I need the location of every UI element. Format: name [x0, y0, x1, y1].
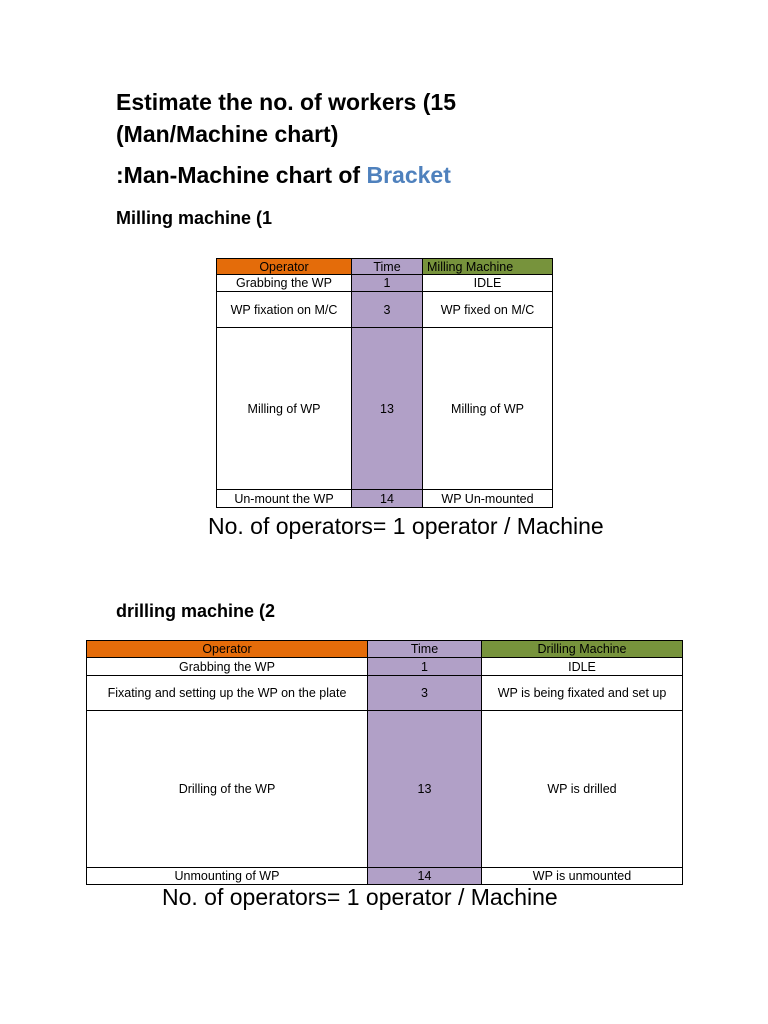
table-row: WP fixation on M/C 3 WP fixed on M/C — [216, 291, 553, 328]
milling-operators-note: No. of operators= 1 operator / Machine — [208, 513, 604, 539]
chart-subtitle: :Man-Machine chart of Bracket — [116, 162, 451, 189]
table-row: Drilling of the WP 13 WP is drilled — [86, 710, 683, 868]
milling-section-title: Milling machine (1 — [116, 208, 273, 228]
time-cell: 1 — [367, 657, 482, 676]
drilling-header-time: Time — [367, 640, 482, 658]
time-cell: 3 — [351, 291, 423, 328]
time-cell: 14 — [351, 489, 423, 508]
milling-header-machine: Milling Machine — [422, 258, 553, 275]
milling-header-operator: Operator — [216, 258, 352, 275]
milling-table: Operator Time Milling Machine Grabbing t… — [216, 258, 553, 508]
page-heading-line1: Estimate the no. of workers (15 — [116, 89, 456, 115]
time-cell: 13 — [367, 710, 482, 868]
operator-cell: WP fixation on M/C — [216, 291, 352, 328]
time-cell: 3 — [367, 675, 482, 711]
drilling-section-title: drilling machine (2 — [116, 601, 276, 621]
machine-cell: WP is unmounted — [481, 867, 683, 885]
drilling-header-row: Operator Time Drilling Machine — [86, 640, 683, 658]
operator-cell: Fixating and setting up the WP on the pl… — [86, 675, 368, 711]
operator-cell: Grabbing the WP — [216, 274, 352, 292]
subtitle-accent: Bracket — [366, 162, 451, 188]
machine-cell: WP is drilled — [481, 710, 683, 868]
table-row: Un-mount the WP 14 WP Un-mounted — [216, 489, 553, 508]
operator-cell: Unmounting of WP — [86, 867, 368, 885]
time-cell: 14 — [367, 867, 482, 885]
table-row: Fixating and setting up the WP on the pl… — [86, 675, 683, 711]
table-row: Grabbing the WP 1 IDLE — [216, 274, 553, 292]
machine-cell: WP fixed on M/C — [422, 291, 553, 328]
milling-header-time: Time — [351, 258, 423, 275]
subtitle-prefix: :Man-Machine chart of — [116, 162, 367, 188]
time-cell: 1 — [351, 274, 423, 292]
machine-cell: IDLE — [422, 274, 553, 292]
table-row: Unmounting of WP 14 WP is unmounted — [86, 867, 683, 885]
drilling-table: Operator Time Drilling Machine Grabbing … — [86, 640, 683, 885]
table-row: Milling of WP 13 Milling of WP — [216, 327, 553, 490]
machine-cell: WP is being fixated and set up — [481, 675, 683, 711]
operator-cell: Drilling of the WP — [86, 710, 368, 868]
operator-cell: Milling of WP — [216, 327, 352, 490]
drilling-header-operator: Operator — [86, 640, 368, 658]
time-cell: 13 — [351, 327, 423, 490]
operator-cell: Un-mount the WP — [216, 489, 352, 508]
machine-cell: WP Un-mounted — [422, 489, 553, 508]
milling-header-row: Operator Time Milling Machine — [216, 258, 553, 275]
machine-cell: Milling of WP — [422, 327, 553, 490]
drilling-operators-note: No. of operators= 1 operator / Machine — [162, 884, 558, 910]
machine-cell: IDLE — [481, 657, 683, 676]
table-row: Grabbing the WP 1 IDLE — [86, 657, 683, 676]
drilling-header-machine: Drilling Machine — [481, 640, 683, 658]
operator-cell: Grabbing the WP — [86, 657, 368, 676]
page-heading-line2: (Man/Machine chart) — [116, 121, 339, 147]
